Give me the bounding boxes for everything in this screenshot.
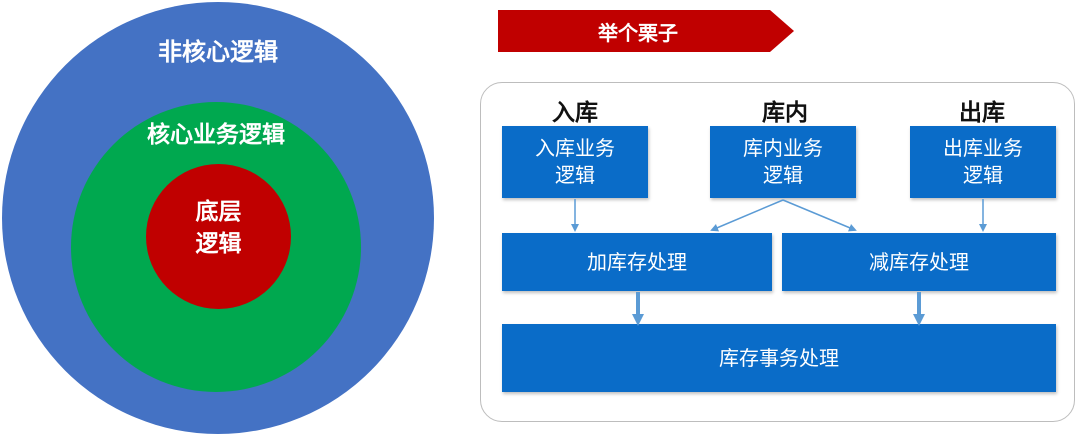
example-banner-label: 举个栗子	[598, 20, 678, 45]
column-header-inbound: 入库	[552, 100, 598, 126]
internal-box-line1: 库内业务	[743, 136, 823, 160]
inbound-business-logic-box: 入库业务 逻辑	[502, 126, 648, 198]
outbound-box-line1: 出库业务	[943, 136, 1023, 160]
middle-circle-core-business-logic: 核心业务逻辑	[71, 102, 361, 392]
internal-business-logic-box: 库内业务 逻辑	[710, 126, 856, 198]
arrow-internal-to-reduce-stock	[782, 199, 857, 232]
add-stock-processing-box: 加库存处理	[502, 233, 772, 291]
outbound-box-line2: 逻辑	[963, 163, 1003, 187]
internal-box-line2: 逻辑	[763, 163, 803, 187]
example-banner-arrow	[498, 10, 794, 52]
inner-circle-label-line1: 底层	[195, 199, 242, 225]
middle-circle-label: 核心业务逻辑	[147, 122, 285, 148]
inner-circle-base-logic: 底层 逻辑	[146, 164, 291, 309]
column-header-internal: 库内	[762, 100, 808, 126]
reduce-stock-processing-box: 减库存处理	[782, 233, 1056, 291]
stock-transaction-processing-box: 库存事务处理	[502, 324, 1056, 392]
outbound-business-logic-box: 出库业务 逻辑	[910, 126, 1056, 198]
column-header-outbound: 出库	[959, 100, 1005, 126]
inbound-box-line1: 入库业务	[535, 136, 615, 160]
inbound-box-line2: 逻辑	[555, 163, 595, 187]
inner-circle-label-line2: 逻辑	[195, 231, 242, 257]
outer-circle-label: 非核心逻辑	[158, 38, 278, 66]
arrow-internal-to-add-stock	[710, 199, 784, 232]
